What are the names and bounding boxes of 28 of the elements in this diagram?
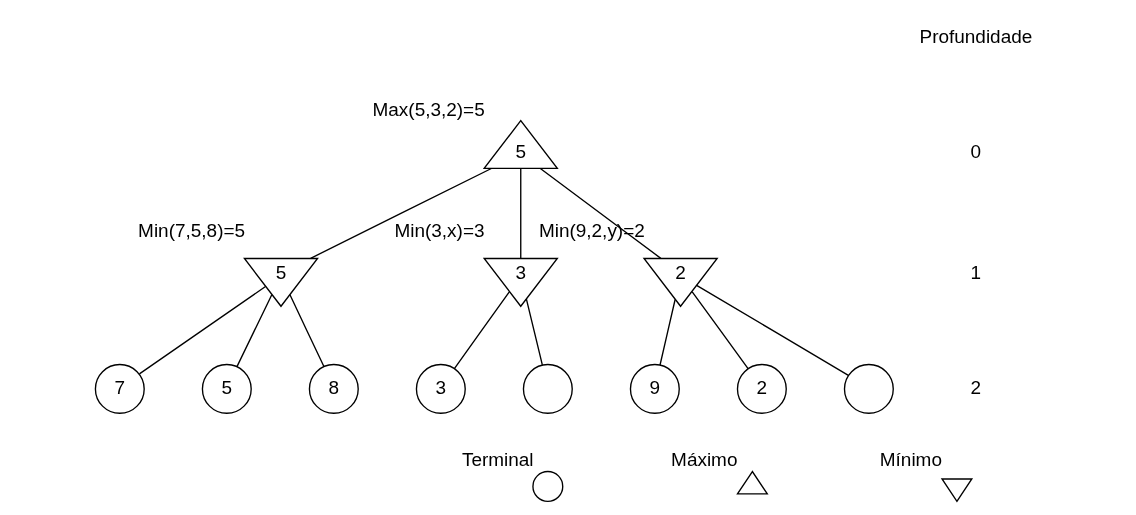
connector	[695, 284, 849, 377]
node-label: Max(5,3,2)=5	[372, 98, 485, 120]
label: Profundidade	[919, 26, 1032, 48]
legend-label: Máximo	[670, 449, 737, 471]
legend-label: Mínimo	[879, 449, 942, 471]
connector	[525, 298, 543, 366]
node-circle: 3	[415, 363, 466, 414]
connector	[138, 285, 266, 375]
label: 0	[970, 140, 981, 162]
node-circle: 5	[201, 363, 252, 414]
connector	[691, 291, 749, 370]
node-circle	[522, 363, 573, 414]
connector	[453, 291, 510, 370]
connector	[658, 298, 676, 366]
connector	[519, 167, 521, 259]
connector	[309, 167, 492, 259]
connector	[235, 294, 272, 368]
node-circle: 8	[308, 363, 359, 414]
node-circle: 2	[736, 363, 787, 414]
label: 2	[970, 376, 981, 398]
node-label: Min(3,x)=3	[393, 220, 485, 242]
legend-label: Terminal	[461, 449, 534, 471]
node-circle: 9	[629, 363, 680, 414]
node-label: Min(7,5,8)=5	[137, 220, 245, 242]
node-circle	[843, 363, 894, 414]
node-circle: 7	[94, 363, 145, 414]
label: 1	[970, 262, 981, 284]
connector	[288, 294, 325, 368]
